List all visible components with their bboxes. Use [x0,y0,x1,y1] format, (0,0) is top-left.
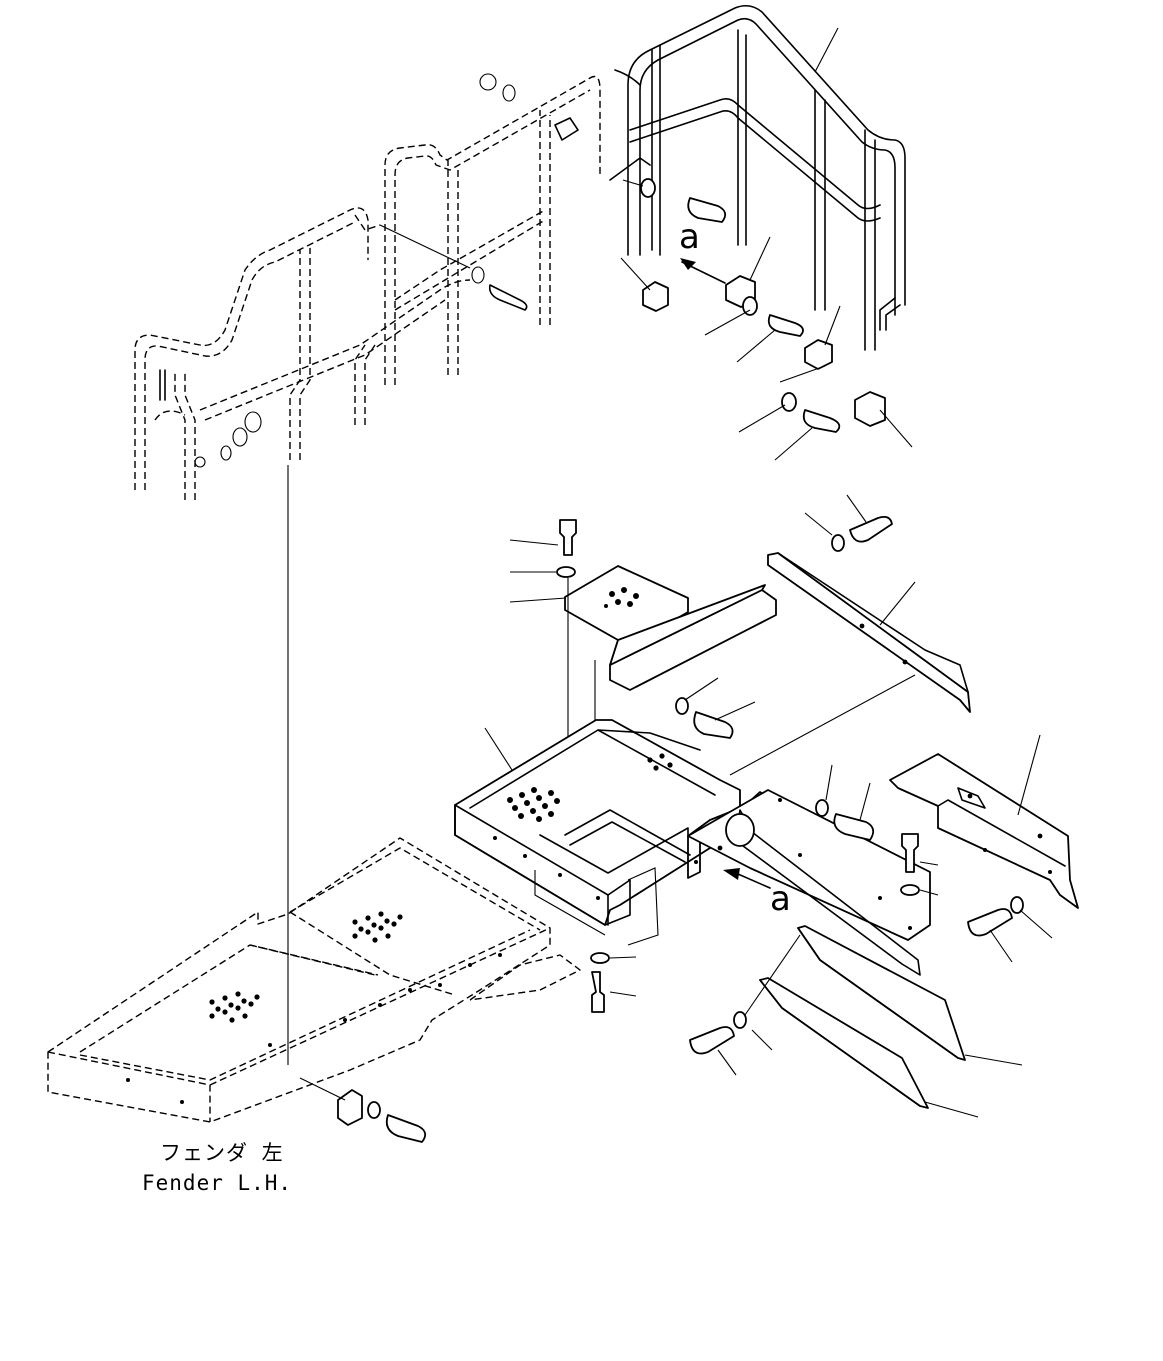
fender-label-en: Fender L.H. [142,1171,292,1195]
right-handrail [609,4,906,351]
middle-side-plate [687,789,931,976]
middle-plate-fasteners [815,764,1053,963]
diagonal-cover-strip [729,494,971,776]
right-rail-fasteners [622,178,886,433]
right-cover-plate [889,734,1079,909]
upper-step-plate [564,565,777,691]
main-step-frame [454,719,773,926]
frame-bottom-fasteners [590,952,637,1013]
leader-frame-bottom [534,870,606,936]
fender-holes [126,911,502,1104]
view-marker-bottom: a [770,879,791,919]
leader-frame [484,727,513,771]
bottom-guard-plates [759,925,1023,1118]
fender-bracket-fasteners [299,1077,427,1143]
right-rail-leaders [620,27,913,461]
bottom-guard-fasteners [689,934,801,1076]
view-marker-top: a [679,217,700,257]
left-handrail-dashed [134,75,601,500]
left-rail-bolt-group [220,73,579,461]
leader-frame-right [627,867,659,946]
fender-label-jp: フェンダ 左 [160,1141,284,1165]
